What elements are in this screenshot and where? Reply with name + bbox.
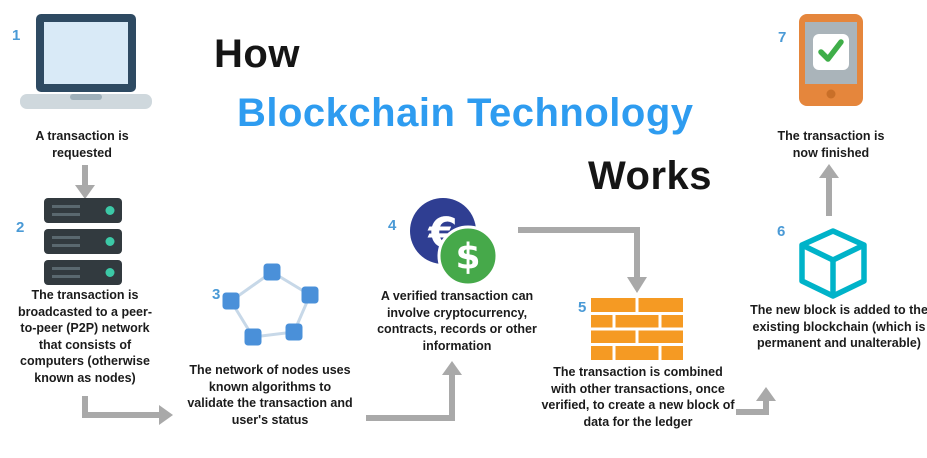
server-status-lights [105, 206, 115, 277]
laptop-icon [20, 14, 152, 109]
title-how: How [214, 32, 300, 76]
arrow-step2-to-step3 [82, 396, 160, 418]
step-4-number: 4 [388, 217, 397, 234]
step-5-caption: The transaction is combined with other t… [541, 365, 735, 429]
arrow-step4-to-step5 [518, 227, 640, 278]
step-6-caption: The new block is added to the existing b… [750, 303, 927, 350]
dollar-coin [437, 225, 499, 287]
step-4-caption: A verified transaction can involve crypt… [377, 289, 537, 353]
arrowhead-down-4 [627, 277, 647, 293]
brick-mortar [591, 298, 683, 360]
step-3-caption: The network of nodes uses known algorith… [187, 363, 353, 427]
nodes [222, 263, 319, 346]
dollar-symbol: $ [455, 237, 480, 278]
arrowhead-down-1 [75, 185, 95, 199]
server-icon [44, 198, 122, 285]
currency-coins-icon: € $ [410, 198, 499, 287]
step-2-caption: The transaction is broadcasted to a peer… [17, 288, 153, 385]
step-1-number: 1 [12, 27, 21, 44]
step-6-number: 6 [777, 223, 786, 240]
laptop-screen [44, 22, 128, 84]
laptop-base [20, 94, 152, 109]
network-nodes-icon [222, 263, 319, 346]
title-blockchain-technology: Blockchain Technology [237, 91, 694, 135]
cube-blockchain-icon [799, 228, 867, 299]
tablet-home-button [826, 89, 836, 99]
step-5-number: 5 [578, 299, 587, 316]
arrow-lines [82, 165, 832, 421]
laptop-notch [70, 94, 102, 100]
title-works: Works [588, 154, 713, 198]
arrow-step5-to-step6 [736, 400, 769, 415]
step-2-number: 2 [16, 219, 25, 236]
step-7-number: 7 [778, 29, 787, 46]
checkmark-icon [818, 39, 844, 62]
tablet-check-icon [799, 14, 863, 106]
arrowhead-up-5 [756, 387, 776, 401]
server-units [44, 198, 122, 285]
step-1-caption: A transaction is requested [35, 129, 129, 160]
arrow-heads [75, 164, 839, 425]
arrow-step3-to-step4 [366, 374, 455, 421]
arrowhead-up-3 [442, 361, 462, 375]
block-brick-icon [591, 298, 683, 360]
server-slats [52, 205, 80, 278]
step-7-caption: The transaction is now finished [777, 129, 885, 160]
step-3-number: 3 [212, 286, 221, 303]
arrowhead-up-6 [819, 164, 839, 178]
cube-outline [799, 228, 867, 299]
arrowhead-right-2 [159, 405, 173, 425]
